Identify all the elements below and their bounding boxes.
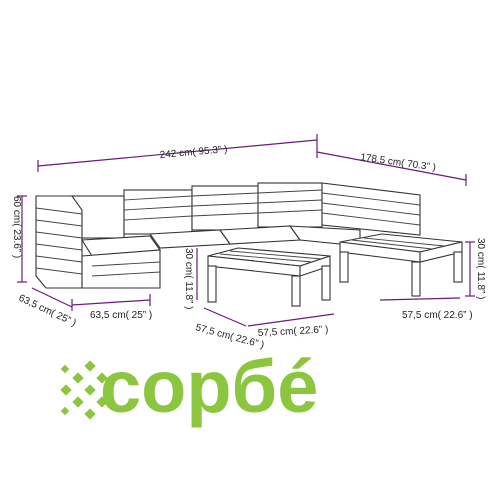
sofa-set-illustration	[35, 182, 463, 307]
seat-depth-label: 63,5 cm( 25” )	[90, 310, 152, 321]
sofa-seats	[81, 225, 361, 289]
brand-logo: сорбé	[60, 345, 318, 428]
sofa-back-row	[71, 182, 323, 239]
side-width-label: 178,5 cm( 70.3” )	[360, 152, 437, 173]
ottoman	[339, 233, 463, 297]
depth-left-label: 63,5 cm( 25” )	[17, 293, 78, 329]
height-left-label: 60 cm( 23.6” )	[11, 196, 22, 258]
dimension-lines	[17, 134, 475, 327]
sofa-right-back	[321, 182, 421, 236]
ottoman-height-label: 30 cm( 11.8” )	[475, 238, 486, 300]
total-width-label: 242 cm( 95.3” )	[159, 144, 228, 161]
coffee-table	[207, 247, 331, 307]
logo-wordmark: сорбé	[100, 345, 318, 428]
table-width-b-label: 57,5 cm( 22.6” )	[258, 324, 329, 339]
sofa-left-arm	[35, 195, 83, 289]
ottoman-width-label: 57,5 cm( 22.6” )	[402, 310, 473, 321]
table-height-label: 30 cm( 11.8” )	[183, 248, 194, 310]
